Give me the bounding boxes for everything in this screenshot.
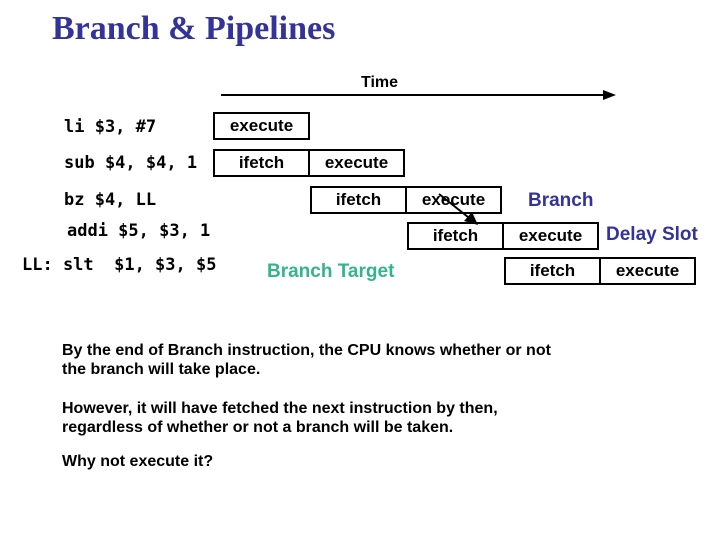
delay-slot-annotation: Delay Slot [606,224,698,245]
body-paragraph-2: However, it will have fetched the next i… [62,399,498,437]
body-paragraph-2-line-2: regardless of whether or not a branch wi… [62,419,454,436]
pipeline-stage-execute: execute [213,112,310,140]
instruction-bz: bz $4, LL [64,190,157,210]
pipeline-stage-execute: execute [599,257,696,285]
branch-annotation: Branch [528,190,594,211]
instruction-addi: addi $5, $3, 1 [67,221,211,241]
body-paragraph-3: Why not execute it? [62,453,214,470]
body-paragraph-1-line-1: By the end of Branch instruction, the CP… [62,342,551,359]
pipeline-stage-execute: execute [308,149,405,177]
body-paragraph-1: By the end of Branch instruction, the CP… [62,341,551,379]
time-axis-label: Time [361,74,399,91]
body-paragraph-1-line-2: the branch will take place. [62,361,261,378]
pipeline-stage-execute: execute [502,222,599,250]
pipeline-stage-ifetch: ifetch [504,257,601,285]
pipeline-row-2: ifetch execute [213,149,405,177]
branch-target-annotation: Branch Target [267,261,395,282]
pipeline-row-1: execute [213,112,310,140]
pipeline-stage-ifetch: ifetch [213,149,310,177]
pipeline-stage-ifetch: ifetch [310,186,407,214]
body-paragraph-2-line-1: However, it will have fetched the next i… [62,400,498,417]
time-axis-arrow-icon [221,90,616,100]
instruction-sub: sub $4, $4, 1 [64,153,198,173]
branch-to-delay-slot-arrow-icon [438,193,478,225]
instruction-ll-slt: LL: slt $1, $3, $5 [22,255,217,275]
page-title: Branch & Pipelines [52,10,336,47]
instruction-li: li $3, #7 [64,117,157,137]
pipeline-row-3: ifetch execute [310,186,502,214]
pipeline-stage-execute: execute [405,186,502,214]
pipeline-row-4: ifetch execute [407,222,599,250]
pipeline-row-5: ifetch execute [504,257,696,285]
